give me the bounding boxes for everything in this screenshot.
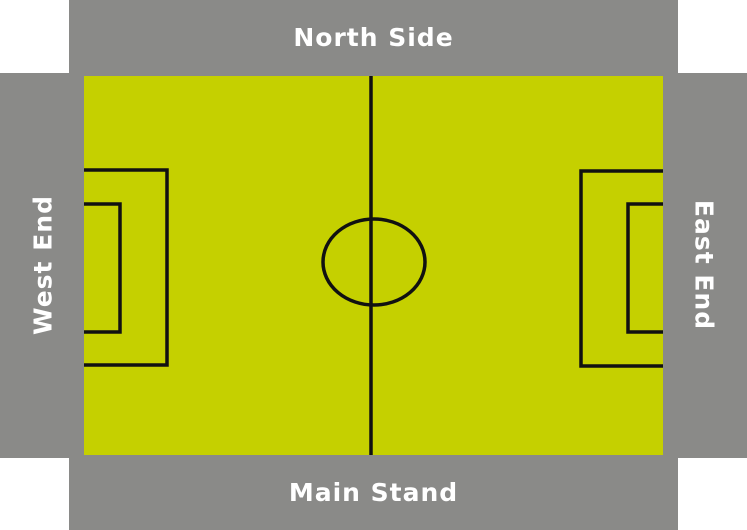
west-goal-area <box>84 202 122 334</box>
south-stand-label: Main Stand <box>288 478 459 507</box>
east-stand: East End <box>662 73 747 458</box>
east-goal-area <box>626 202 663 334</box>
west-penalty-area <box>84 168 169 367</box>
pitch-surface <box>84 76 663 455</box>
west-stand: West End <box>0 73 86 458</box>
south-stand: Main Stand <box>69 455 678 530</box>
center-circle <box>321 217 427 307</box>
north-stand: North Side <box>69 0 678 76</box>
north-stand-label: North Side <box>293 23 454 52</box>
east-penalty-area <box>579 169 663 368</box>
